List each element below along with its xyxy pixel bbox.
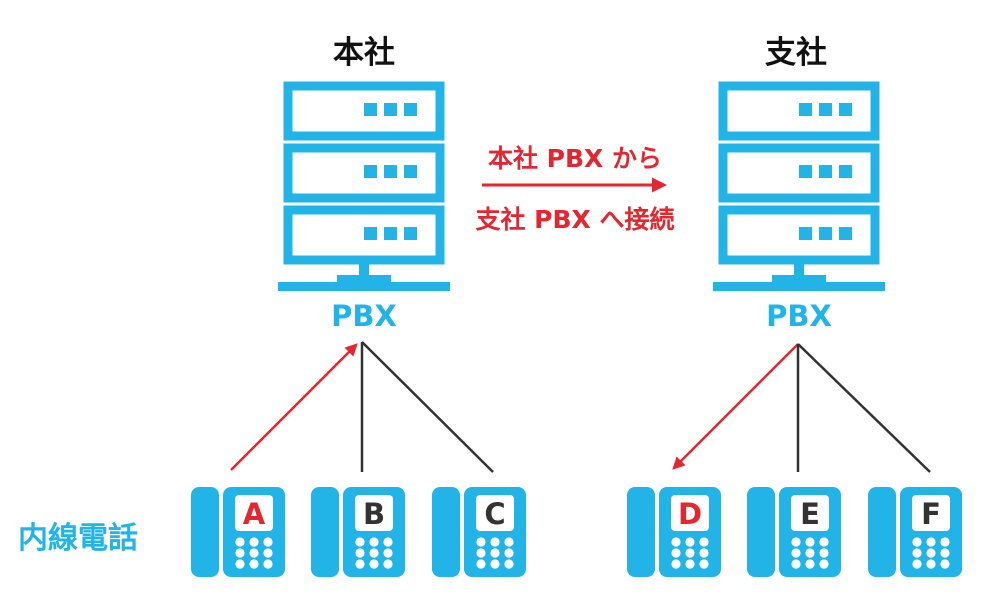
phone-e-icon: E: [747, 487, 841, 577]
branch-pbx-label: PBX: [766, 299, 832, 333]
connection-text-line2: 支社 PBX へ接続: [475, 205, 674, 234]
hq-line-a: [230, 343, 358, 471]
phone-label-c: C: [484, 497, 505, 531]
extension-label: 内線電話: [18, 521, 138, 556]
hq-line-c: [361, 341, 494, 473]
branch-title: 支社: [765, 35, 827, 71]
hq-title: 本社: [333, 35, 395, 71]
phone-c-icon: C: [432, 487, 526, 577]
phone-label-d: D: [678, 497, 702, 531]
hq-pbx-label: PBX: [331, 299, 397, 333]
branch-line-d: [672, 343, 799, 470]
phone-label-b: B: [363, 497, 385, 531]
phone-d-icon: D: [627, 487, 721, 577]
hq-server-icon: [278, 81, 450, 291]
phone-f-icon: F: [868, 487, 962, 577]
phone-a-icon: A: [191, 487, 285, 577]
branch-line-f: [797, 343, 931, 473]
connection-text-line1: 本社 PBX から: [488, 144, 662, 173]
branch-server-icon: [713, 81, 885, 291]
phone-label-e: E: [800, 497, 820, 531]
phone-b-icon: B: [311, 487, 405, 577]
phone-label-a: A: [243, 497, 266, 531]
phone-label-f: F: [921, 497, 941, 531]
